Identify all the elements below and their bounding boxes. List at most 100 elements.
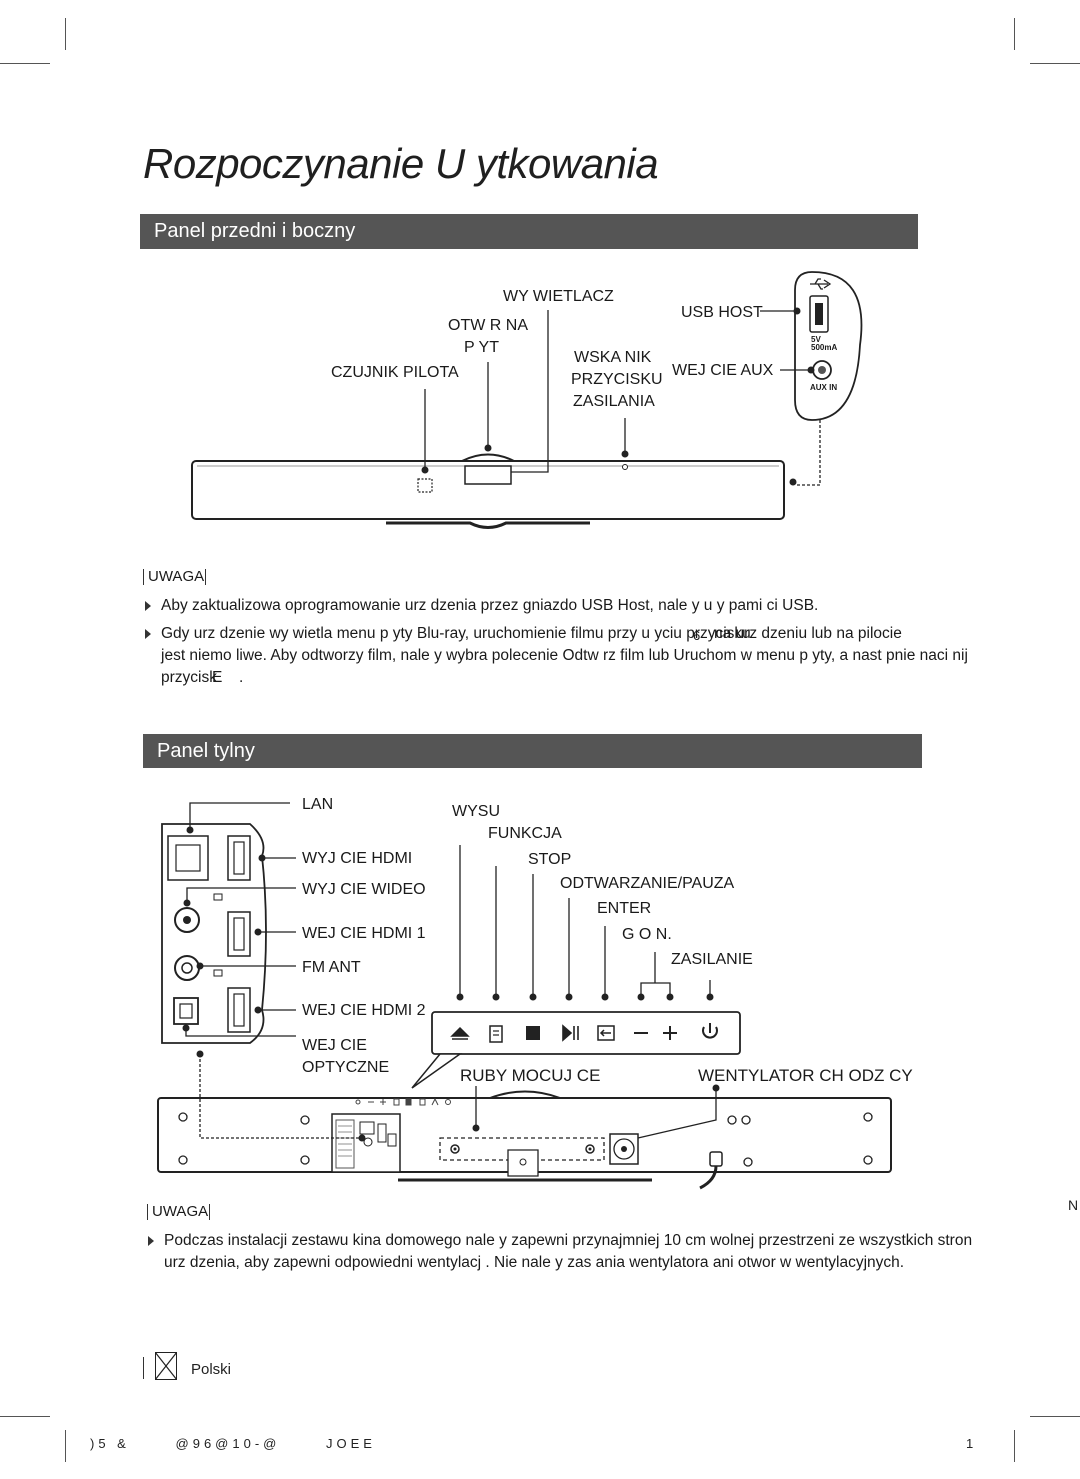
leader-dot <box>712 1084 720 1092</box>
note-heading: UWAGA <box>147 1203 211 1221</box>
leader-dot <box>529 993 537 1001</box>
page-number-box <box>154 1351 177 1380</box>
connector-dashed-leader <box>199 1054 360 1139</box>
note-heading: UWAGA <box>143 568 207 586</box>
button-panel <box>431 1011 741 1055</box>
crop-mark <box>1014 18 1015 50</box>
eject-icon <box>450 1026 470 1040</box>
rear-mini-buttons <box>355 1097 451 1106</box>
leader-video-out <box>186 887 296 900</box>
fm-ant-port-inner <box>181 962 193 974</box>
volume-up-icon <box>663 1026 677 1040</box>
fm-ant-label-box <box>213 969 223 977</box>
leader-dot <box>182 1024 190 1032</box>
front-panel-diagram <box>191 271 863 529</box>
leader-dot <box>793 307 801 315</box>
print-page-number: 1 <box>966 1436 974 1451</box>
label-hdmi-out: WYJ CIE HDMI <box>302 850 413 867</box>
leader-display <box>511 310 549 473</box>
crop-mark <box>0 63 50 64</box>
note-item-continuation: na urz dzeniu lub na pilocie <box>714 625 902 642</box>
leader-dot <box>196 1050 204 1058</box>
hdmi-out-inner <box>233 841 245 875</box>
label-enter: ENTER <box>597 900 652 917</box>
leader-dot <box>601 993 609 1001</box>
stop-icon <box>526 1026 540 1040</box>
note-heading-text: UWAGA <box>148 568 205 585</box>
label-fm-ant: FM ANT <box>302 959 361 976</box>
cross-icon <box>154 1351 177 1380</box>
leader-dot <box>637 993 645 1001</box>
leader-dot <box>183 899 191 907</box>
label-aux-in: WEJ CIE AUX <box>672 362 774 379</box>
label-usb-host: USB HOST <box>681 304 763 321</box>
leader-dot <box>258 854 266 862</box>
note-heading-text: UWAGA <box>152 1203 209 1220</box>
side-panel-connector <box>795 420 821 486</box>
note-item: Gdy urz dzenie wy wietla menu p yty Blu-… <box>161 625 751 642</box>
label-power-indicator-3: ZASILANIA <box>573 393 655 410</box>
leader-dot <box>421 466 429 474</box>
section-heading-front: Panel przedni i boczny <box>140 214 918 249</box>
aux-port-inner <box>818 366 826 374</box>
label-lan: LAN <box>302 796 334 813</box>
bullet-arrow-icon <box>148 1236 154 1246</box>
enter-icon: E <box>212 669 223 686</box>
label-disc-slot-2: P YT <box>464 339 499 356</box>
note-divider <box>143 569 144 586</box>
leader-volume <box>640 952 671 997</box>
remote-sensor-window <box>417 478 433 493</box>
disc-slot-arc <box>461 453 515 462</box>
leader-dot <box>706 993 714 1001</box>
label-function: FUNKCJA <box>488 825 562 842</box>
optical-port-inner <box>179 1003 193 1019</box>
leader-dot <box>456 993 464 1001</box>
hdmi-in1-inner <box>233 917 245 951</box>
label-play-pause: ODTWARZANIE/PAUZA <box>560 875 735 892</box>
power-cable <box>699 1165 718 1190</box>
note-divider <box>209 1204 211 1221</box>
bullet-arrow-icon <box>145 601 151 611</box>
hdmi-in2-inner <box>233 993 245 1027</box>
label-mount-screws: RUBY MOCUJ CE <box>460 1066 601 1085</box>
label-volume: G O N. <box>622 926 672 943</box>
label-power-indicator-1: WSKA NIK <box>574 349 652 366</box>
leader-dot <box>492 993 500 1001</box>
print-code: )5 & @96@10-@ JOEE <box>90 1436 376 1451</box>
soundbar-front-base <box>386 521 590 529</box>
label-hdmi-in2: WEJ CIE HDMI 2 <box>302 1002 426 1019</box>
leader-dot <box>186 826 194 834</box>
label-display: WY WIETLACZ <box>503 288 614 305</box>
label-remote-sensor: CZUJNIK PILOTA <box>331 364 459 381</box>
label-power-indicator-2: PRZYCISKU <box>571 371 663 388</box>
video-out-port-inner <box>183 916 191 924</box>
label-disc-slot-1: OTW R NA <box>448 317 528 334</box>
label-optical-1: WEJ CIE <box>302 1037 367 1054</box>
bullet-arrow-icon <box>145 629 151 639</box>
section-heading-rear: Panel tylny <box>143 734 922 768</box>
crop-mark <box>0 1416 50 1417</box>
leader-dot <box>254 928 262 936</box>
leader-dot <box>789 478 797 486</box>
disc-icon: 6 <box>693 628 701 643</box>
leader-dot <box>358 1134 366 1142</box>
leader-dot <box>484 444 492 452</box>
soundbar-front-body <box>191 460 785 520</box>
label-hdmi-in1: WEJ CIE HDMI 1 <box>302 925 426 942</box>
crop-mark <box>65 18 66 50</box>
leader-dot <box>196 962 204 970</box>
label-power: ZASILANIE <box>671 951 753 968</box>
footer-language: Polski <box>191 1361 232 1378</box>
port-label-5v: 5V <box>811 335 821 344</box>
note-item: przycisk <box>161 669 217 686</box>
label-cooling-fan: WENTYLATOR CH ODZ CY <box>698 1066 913 1085</box>
note-item-end: . <box>239 669 244 686</box>
label-eject: WYSU <box>452 803 500 820</box>
crop-mark <box>1014 1430 1015 1462</box>
leader-dot <box>807 366 815 374</box>
footer-divider <box>143 1357 144 1379</box>
note-item: urz dzenia, aby zapewni odpowiedni wenty… <box>164 1254 905 1271</box>
power-icon <box>702 1023 718 1039</box>
crop-mark <box>1030 1416 1080 1417</box>
